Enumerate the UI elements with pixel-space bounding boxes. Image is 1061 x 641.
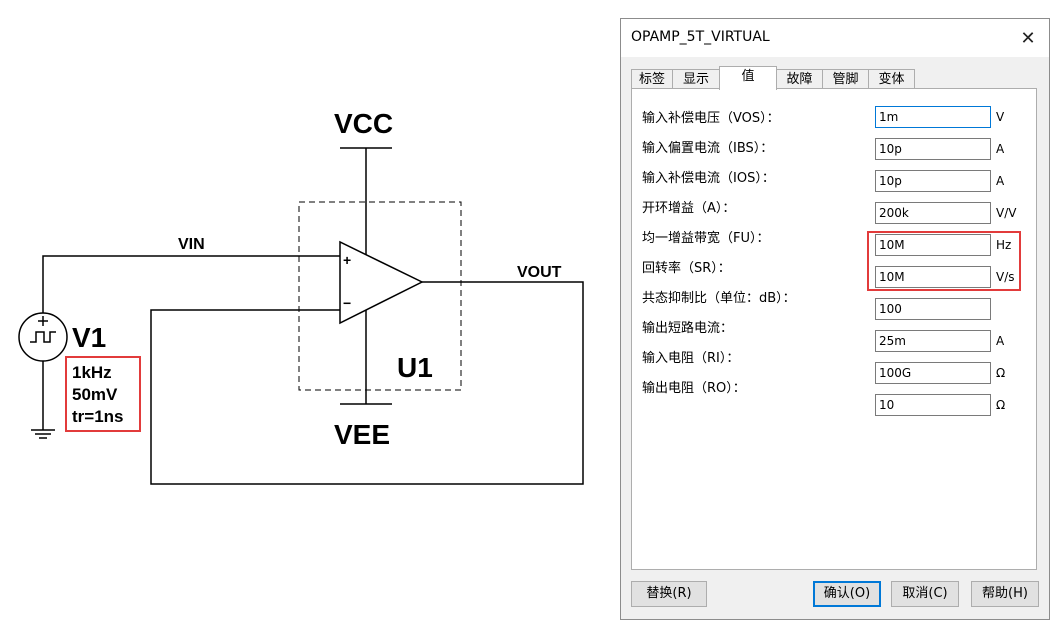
u1-label: U1 xyxy=(397,352,433,383)
short-current-field[interactable]: 25m xyxy=(875,330,991,352)
vout-label: VOUT xyxy=(517,264,562,281)
unit-gain: V/V xyxy=(996,206,1017,220)
tab-variant[interactable]: 变体 xyxy=(868,69,915,89)
v1-params-highlight xyxy=(65,356,141,432)
v1-label: V1 xyxy=(72,322,106,353)
sr-field[interactable]: 10M xyxy=(875,266,991,288)
u1-component-box[interactable] xyxy=(298,201,462,391)
tab-label[interactable]: 标签 xyxy=(631,69,673,89)
unit-short-current: A xyxy=(996,334,1005,348)
help-button[interactable]: 帮助(H) xyxy=(971,581,1039,607)
replace-button[interactable]: 替换(R) xyxy=(631,581,707,607)
ground-icon xyxy=(31,429,55,439)
vout-wire[interactable] xyxy=(150,281,584,485)
label-cmrr: 共态抑制比（单位：dB）： xyxy=(642,291,796,306)
fu-field[interactable]: 10M xyxy=(875,234,991,256)
label-vos: 输入补偿电压（VOS）： xyxy=(642,111,780,126)
unit-ios: A xyxy=(996,174,1005,188)
ios-field[interactable]: 10p xyxy=(875,170,991,192)
v1-param-rise-time: tr=1ns xyxy=(72,407,124,426)
tab-fault[interactable]: 故障 xyxy=(776,69,823,89)
v1-param-frequency: 1kHz xyxy=(72,363,112,382)
minus-sign: − xyxy=(343,295,351,311)
label-ibs: 输入偏置电流（IBS）： xyxy=(642,141,774,156)
vin-wire[interactable] xyxy=(42,255,340,313)
unit-ri: Ω xyxy=(996,366,1006,380)
fu-sr-highlight xyxy=(867,231,1021,291)
dialog-title: OPAMP_5T_VIRTUAL xyxy=(631,29,770,45)
tab-display[interactable]: 显示 xyxy=(672,69,720,89)
ibs-field[interactable]: 10p xyxy=(875,138,991,160)
plus-sign: + xyxy=(343,252,351,268)
vin-label: VIN xyxy=(178,236,205,253)
vcc-label: VCC xyxy=(334,108,393,139)
vos-field[interactable]: 1m xyxy=(875,106,991,128)
label-short-current: 输出短路电流： xyxy=(642,321,734,336)
ok-button[interactable]: 确认(O) xyxy=(813,581,881,607)
unit-vos: V xyxy=(996,110,1005,124)
label-gain: 开环增益（A）： xyxy=(642,201,736,216)
label-fu: 均一增益带宽（FU）： xyxy=(642,231,770,246)
unit-ibs: A xyxy=(996,142,1005,156)
label-ro: 输出电阻（RO）： xyxy=(642,381,746,396)
unit-fu: Hz xyxy=(996,238,1012,252)
vee-label: VEE xyxy=(334,419,390,450)
label-ri: 输入电阻（RI）： xyxy=(642,351,740,366)
dialog-titlebar[interactable]: OPAMP_5T_VIRTUAL ✕ xyxy=(621,19,1049,57)
ro-field[interactable]: 10 xyxy=(875,394,991,416)
cancel-button[interactable]: 取消(C) xyxy=(891,581,959,607)
square-wave-icon xyxy=(30,331,56,343)
label-ios: 输入补偿电流（IOS）： xyxy=(642,171,775,186)
circuit-schematic: VCC VEE U1 + − VIN VOUT V1 1kHz 50mV tr=… xyxy=(18,108,584,485)
ri-field[interactable]: 100G xyxy=(875,362,991,384)
label-sr: 回转率（SR）： xyxy=(642,261,731,276)
tab-pins[interactable]: 管脚 xyxy=(822,69,869,89)
close-icon[interactable]: ✕ xyxy=(1020,27,1036,49)
value-panel: 输入补偿电压（VOS）： 输入偏置电流（IBS）： 输入补偿电流（IOS）： 开… xyxy=(631,88,1037,570)
tab-value[interactable]: 值 xyxy=(719,66,777,90)
gain-field[interactable]: 200k xyxy=(875,202,991,224)
unit-ro: Ω xyxy=(996,398,1006,412)
cmrr-field[interactable]: 100 xyxy=(875,298,991,320)
properties-dialog: OPAMP_5T_VIRTUAL ✕ 标签 显示 值 故障 管脚 变体 输入补偿… xyxy=(620,18,1050,620)
unit-sr: V/s xyxy=(996,270,1015,284)
v1-param-amplitude: 50mV xyxy=(72,385,118,404)
opamp-symbol[interactable] xyxy=(339,240,424,325)
